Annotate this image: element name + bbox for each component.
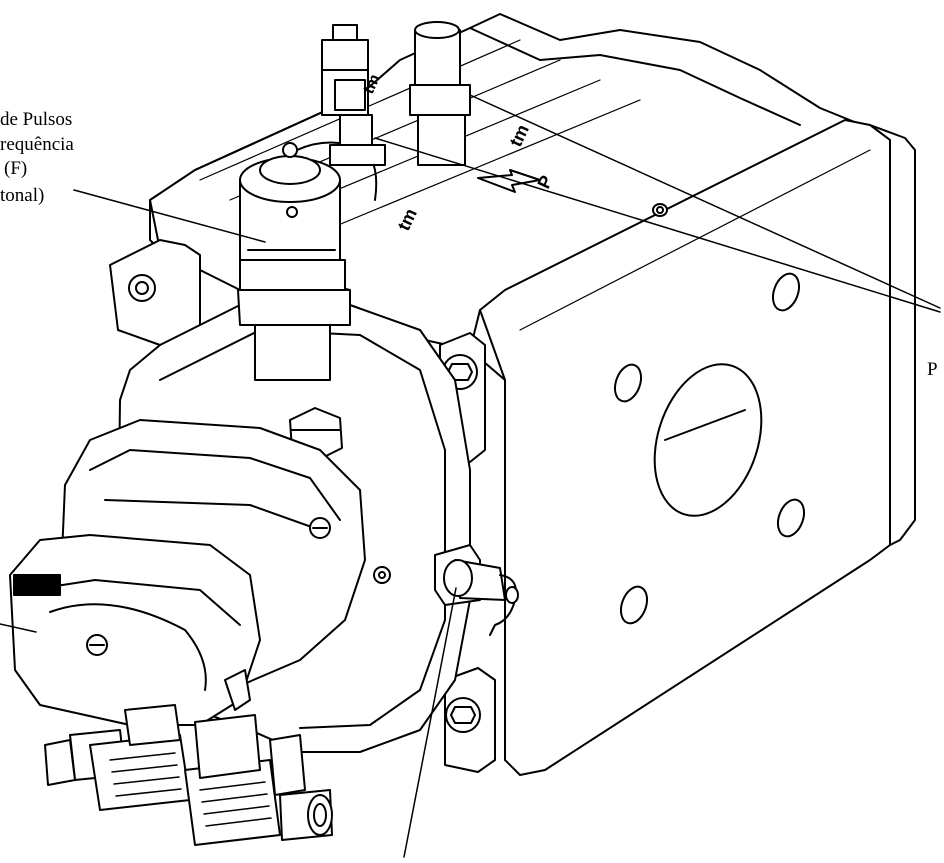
brand-badge xyxy=(13,574,61,596)
shaft-opening xyxy=(653,363,763,517)
pneumatic-manifold xyxy=(44,704,333,846)
flange-hole-left xyxy=(613,363,643,403)
leader-lines xyxy=(0,94,941,858)
pulse-output-label-line3: (F) xyxy=(4,158,28,179)
leader-front-display xyxy=(0,623,37,633)
body-markings: tm tm tm P xyxy=(360,72,556,234)
side-gauge-port xyxy=(434,544,519,636)
tm-mark-3: tm xyxy=(360,72,384,97)
pulse-output-label-line2: requência xyxy=(0,134,74,155)
leader-pulse-output xyxy=(73,189,266,243)
pressure-ports-label: P xyxy=(927,359,938,380)
mounting-flange xyxy=(469,119,916,776)
pulse-output-label-line4: tonal) xyxy=(0,185,45,206)
pulse-output-label-line1: de Pulsos xyxy=(0,109,73,130)
flange-hole-right xyxy=(776,498,806,538)
pulse-output-connector xyxy=(237,141,378,381)
top-fittings xyxy=(321,21,471,166)
flange-hole-top xyxy=(771,272,801,312)
leader-port-1 xyxy=(469,94,941,309)
leader-gauge-port xyxy=(403,587,457,858)
flange-hole-bottom xyxy=(619,585,649,625)
flow-arrow xyxy=(477,169,541,193)
lcd-module xyxy=(9,534,261,726)
leader-port-2 xyxy=(374,137,941,313)
